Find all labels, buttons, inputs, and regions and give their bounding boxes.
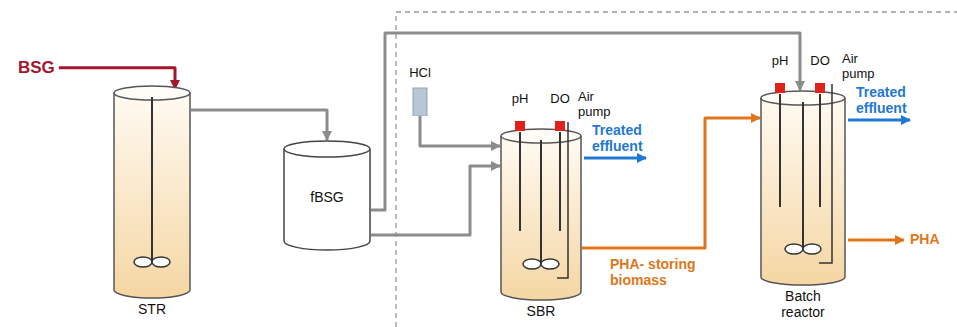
- probe-head: [555, 121, 565, 131]
- air-line: [819, 84, 832, 263]
- effluent-arrow: [848, 119, 910, 122]
- reactor-tank: STR: [113, 85, 191, 298]
- air-line: [557, 122, 568, 278]
- reactor-tank: pHDOAir pumpTreated effluentPHABatch rea…: [760, 90, 846, 285]
- flow-connector: [420, 116, 500, 146]
- flow-connector: [371, 166, 500, 235]
- impeller: [152, 257, 170, 267]
- tank-drawing: [760, 90, 846, 285]
- effluent-label: Treated effluent: [856, 84, 938, 116]
- probe-label: pH: [765, 54, 795, 69]
- flow-connector: [191, 110, 327, 140]
- drawing-part: [413, 88, 427, 116]
- probe-head: [515, 121, 525, 131]
- reactor-tank: pHDOAir pumpTreated effluentSBR: [500, 128, 582, 300]
- probe-label: pH: [505, 92, 535, 107]
- stirrer-shaft: [802, 102, 804, 249]
- unit-name: Batch reactor: [772, 288, 834, 320]
- tank-drawing: [113, 85, 191, 298]
- storage-tank: fBSG: [283, 140, 371, 250]
- tank-drawing: [500, 128, 582, 300]
- unit-name: HCl: [398, 66, 442, 81]
- probe: [779, 94, 781, 207]
- tank-body: [114, 93, 190, 298]
- product-label: PHA: [910, 231, 940, 247]
- air-pump-label: Air pump: [578, 90, 618, 120]
- probe-label: DO: [545, 92, 575, 107]
- effluent-label: Treated effluent: [592, 122, 674, 154]
- probe-label: DO: [805, 54, 835, 69]
- process-boundary: [396, 12, 957, 327]
- air-pump-label: Air pump: [842, 52, 882, 82]
- acid-dosing: HCl: [404, 66, 436, 116]
- flow-label: PHA- storing biomass: [610, 256, 710, 288]
- unit-name: SBR: [482, 303, 600, 319]
- probe-head: [775, 83, 785, 93]
- drawing-part: [284, 149, 370, 250]
- probe: [519, 132, 521, 231]
- impeller: [803, 244, 821, 254]
- stirrer-shaft: [151, 97, 153, 262]
- probe: [819, 94, 821, 207]
- unit-name: STR: [93, 301, 211, 317]
- unit-name: fBSG: [283, 189, 371, 205]
- flow-connector: [371, 33, 800, 210]
- impeller: [541, 259, 559, 269]
- drawing-part: [284, 141, 370, 157]
- probe-head: [815, 83, 825, 93]
- impeller: [523, 259, 541, 269]
- impeller: [134, 257, 152, 267]
- effluent-arrow: [584, 157, 646, 160]
- stirrer-shaft: [540, 140, 542, 264]
- input-name: BSG: [18, 58, 55, 78]
- flow-connector: [582, 118, 760, 248]
- tank-body: [501, 136, 581, 300]
- probe: [559, 132, 561, 231]
- pha-arrow: [848, 239, 904, 242]
- impeller: [785, 244, 803, 254]
- input-label: BSG: [18, 58, 55, 78]
